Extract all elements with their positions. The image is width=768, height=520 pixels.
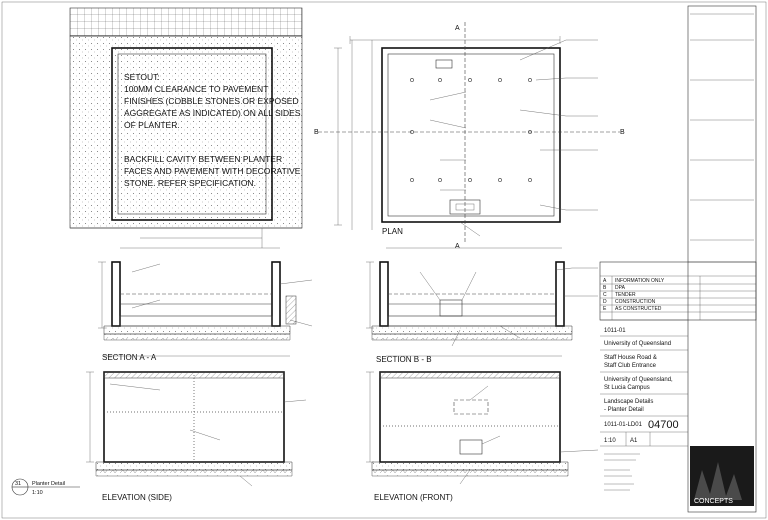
detail-ref-number: 31	[15, 481, 21, 487]
title-block	[687, 5, 757, 513]
elevation-side: ELEVATION (SIDE)	[86, 355, 307, 502]
backfill-note-line-1: BACKFILL CAVITY BETWEEN PLANTER	[124, 154, 282, 164]
section-b-title: SECTION B - B	[376, 355, 432, 364]
plan-title: PLAN	[382, 227, 403, 236]
section-marker-b-right: B	[620, 129, 625, 136]
setout-note-line-3: FINISHES (COBBLE STONES OR EXPOSED	[124, 96, 299, 106]
detail-ref-title: Planter Detail	[32, 481, 65, 487]
elevation-side-title: ELEVATION (SIDE)	[102, 493, 172, 502]
rev-c-desc: TENDER	[615, 292, 636, 298]
rev-b-desc: DPA	[615, 285, 626, 291]
company-logo: CONCEPTS	[690, 446, 754, 506]
drawing-scale: 1:10	[604, 438, 616, 444]
project-info: 1011-01 University of Queensland Staff H…	[600, 319, 688, 491]
section-marker-a-bottom: A	[455, 243, 460, 250]
section-marker-a-top: A	[455, 25, 460, 32]
client-name: University of Queensland	[604, 341, 671, 347]
setout-note-line-1: SETOUT:	[124, 72, 160, 82]
rev-a-desc: INFORMATION ONLY	[615, 278, 665, 284]
setout-note-line-2: 100MM CLEARANCE TO PAVEMENT	[124, 84, 268, 94]
section-marker-b-left: B	[314, 129, 319, 136]
detail-reference: 31 Planter Detail 1:10	[11, 478, 80, 496]
site-line-2: St Lucia Campus	[604, 385, 650, 391]
rev-c-letter: C	[603, 292, 607, 298]
drawing-title-line-1: Landscape Details	[604, 399, 653, 405]
section-b-b: SECTION B - B	[366, 247, 598, 364]
setout-plan: SETOUT: 100MM CLEARANCE TO PAVEMENT FINI…	[69, 7, 303, 248]
elevation-front-title: ELEVATION (FRONT)	[374, 493, 453, 502]
revision-table: A INFORMATION ONLY B DPA C TENDER D CONS…	[599, 261, 757, 321]
elevation-front: ELEVATION (FRONT)	[366, 355, 599, 502]
sheet-big-number: 04700	[648, 419, 679, 431]
rev-e-desc: AS CONSTRUCTED	[615, 306, 662, 312]
rev-a-letter: A	[603, 278, 607, 284]
project-number: 1011-01	[604, 328, 626, 334]
site-line-1: University of Queensland,	[604, 377, 673, 383]
section-a-a: SECTION A - A	[98, 247, 313, 362]
plan-view: PLAN A A B B	[314, 22, 625, 250]
backfill-note-line-2: FACES AND PAVEMENT WITH DECORATIVE	[124, 166, 301, 176]
section-a-title: SECTION A - A	[102, 353, 157, 362]
rev-e-letter: E	[603, 306, 607, 312]
drawing-number: 1011-01-LD01	[604, 422, 643, 428]
setout-note-line-4: AGGREGATE AS INDICATED) ON ALL SIDES	[124, 108, 301, 118]
detail-ref-scale: 1:10	[32, 490, 43, 496]
setout-note-line-5: OF PLANTER.	[124, 120, 180, 130]
rev-b-letter: B	[603, 285, 607, 291]
location-line-1: Staff House Road &	[604, 355, 657, 361]
rev-d-letter: D	[603, 299, 607, 305]
rev-d-desc: CONSTRUCTION	[615, 299, 656, 305]
location-line-2: Staff Club Entrance	[604, 363, 657, 369]
sheet-size: A1	[630, 438, 638, 444]
backfill-note-line-3: STONE. REFER SPECIFICATION.	[124, 178, 256, 188]
firm-name: CONCEPTS	[694, 498, 733, 505]
drawing-title-line-2: - Planter Detail	[604, 407, 644, 413]
